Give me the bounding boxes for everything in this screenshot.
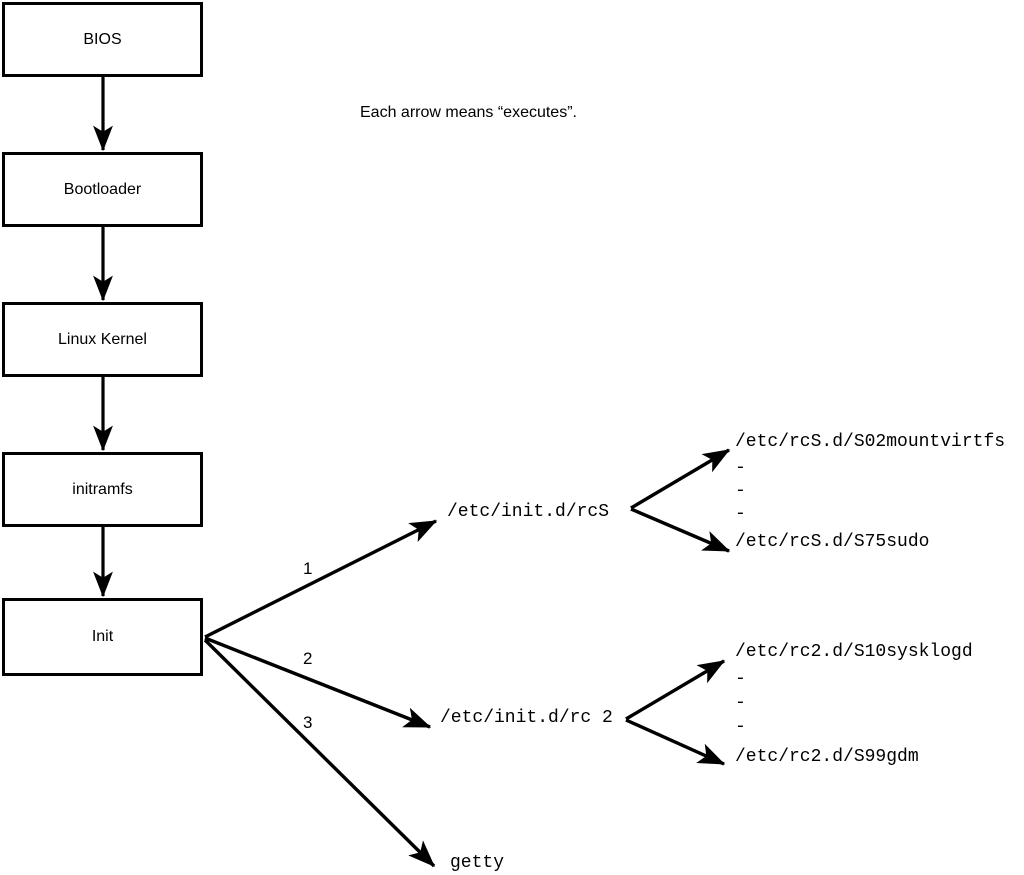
ellipsis-dash-rcs-2: - — [735, 481, 746, 501]
edge-rcs-to-first-script — [630, 448, 731, 510]
node-rcs-first-script[interactable]: /etc/rcS.d/S02mountvirtfs — [735, 432, 1006, 452]
node-linux-kernel[interactable]: Linux Kernel — [2, 302, 203, 377]
node-init-label: Init — [91, 628, 114, 645]
edge-label-3: 3 — [303, 713, 313, 732]
edge-init-to-rc2 — [204, 636, 432, 729]
ellipsis-dash-rc2-3: - — [735, 717, 746, 737]
node-rc2-first-script[interactable]: /etc/rc2.d/S10sysklogd — [735, 642, 973, 662]
ellipsis-dash-rc2-2: - — [735, 693, 746, 713]
ellipsis-dash-rcs-3: - — [735, 504, 746, 524]
ellipsis-dash-rc2-1: - — [735, 669, 746, 689]
node-rcs-script[interactable]: /etc/init.d/rcS — [447, 502, 610, 522]
diagram-caption: Each arrow means “executes”. — [360, 104, 577, 121]
node-linux-kernel-label: Linux Kernel — [58, 330, 147, 348]
node-init[interactable]: Init — [2, 598, 203, 676]
edge-init-to-rcs — [204, 519, 438, 639]
ellipsis-dash-rcs-1: - — [735, 458, 746, 478]
edge-rc2-to-last-script — [625, 718, 726, 766]
node-rc2-script[interactable]: /etc/init.d/rc 2 — [440, 708, 613, 728]
node-initramfs-label: initramfs — [72, 480, 133, 498]
edge-label-2: 2 — [303, 649, 313, 668]
node-bios[interactable]: BIOS — [2, 2, 203, 77]
edge-init-to-getty — [203, 638, 436, 868]
edge-label-1: 1 — [303, 559, 313, 578]
node-bootloader-label: Bootloader — [63, 180, 142, 198]
node-rcs-last-script[interactable]: /etc/rcS.d/S75sudo — [735, 532, 930, 552]
node-initramfs[interactable]: initramfs — [2, 452, 203, 527]
node-rc2-last-script[interactable]: /etc/rc2.d/S99gdm — [735, 747, 919, 767]
edge-rc2-to-first-script — [625, 659, 726, 721]
node-bootloader[interactable]: Bootloader — [2, 152, 203, 227]
edge-rcs-to-last-script — [630, 507, 731, 553]
node-getty[interactable]: getty — [450, 853, 505, 873]
node-bios-label: BIOS — [83, 30, 122, 48]
